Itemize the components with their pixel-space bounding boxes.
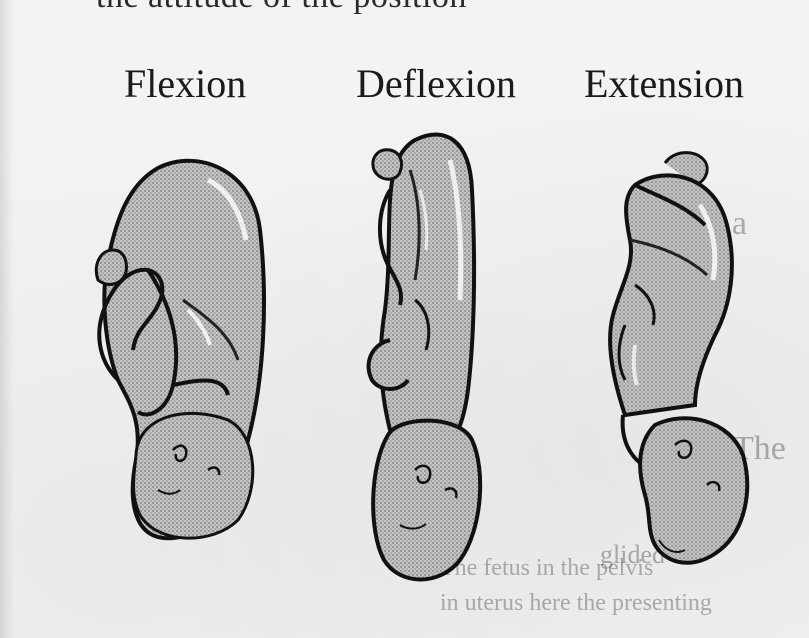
page-shadow [0, 0, 14, 638]
fetus-flexion-illustration [88, 150, 278, 545]
bleed-through-text: in uterus here the presenting [440, 590, 712, 617]
cut-off-heading: the attitude of the position [96, 0, 467, 16]
caption-flexion: Flexion [124, 60, 246, 107]
caption-extension: Extension [584, 60, 744, 107]
caption-deflexion: Deflexion [356, 60, 516, 107]
fetus-extension-illustration [595, 145, 755, 575]
fetus-deflexion-illustration [360, 130, 490, 590]
